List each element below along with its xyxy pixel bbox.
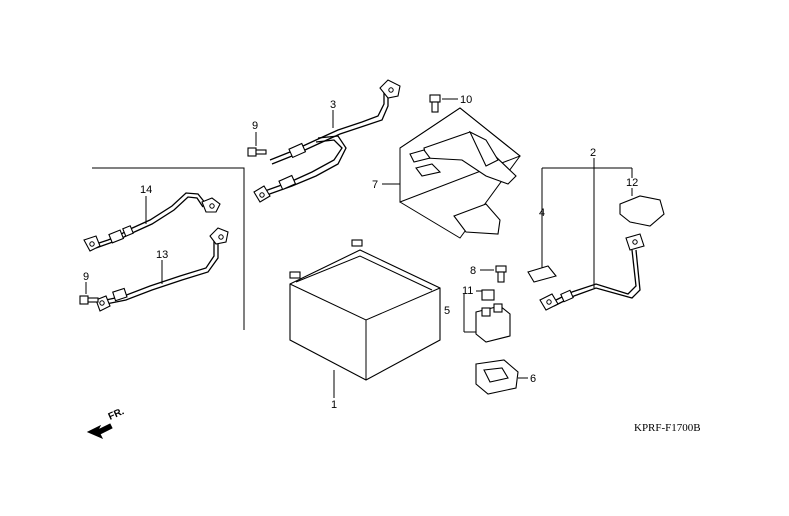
callout-9-upper: 9 <box>252 120 258 132</box>
callout-3: 3 <box>330 99 336 111</box>
cable-3-icon <box>253 79 401 203</box>
callout-2: 2 <box>590 147 596 159</box>
callout-9-lower: 9 <box>83 271 89 283</box>
callout-6: 6 <box>530 373 536 385</box>
left-group-bracket <box>92 167 245 330</box>
holder-kit-7-icon <box>382 107 521 239</box>
front-direction-label: FR. <box>107 406 126 423</box>
callout-10: 10 <box>460 94 472 106</box>
cable-13-icon <box>95 227 229 312</box>
callout-13: 13 <box>156 249 168 261</box>
terminal-cover-4-icon <box>527 167 633 283</box>
callout-11: 11 <box>462 285 473 297</box>
callout-7: 7 <box>372 179 378 191</box>
battery-1-icon <box>289 239 441 398</box>
callout-1: 1 <box>331 399 337 411</box>
callout-8: 8 <box>470 265 476 277</box>
callout-12: 12 <box>626 177 638 189</box>
starter-relay-5-icon <box>463 294 511 343</box>
cable-2-icon <box>539 158 645 311</box>
bolt-9-lower-icon <box>79 282 99 305</box>
terminal-cover-12-icon <box>619 188 665 227</box>
callout-14: 14 <box>140 184 152 196</box>
bolt-9-upper-icon <box>247 132 267 157</box>
drawing-code: KPRF-F1700B <box>634 422 701 434</box>
callout-5: 5 <box>444 305 450 317</box>
cable-14-icon <box>83 192 221 252</box>
rubber-mount-6-icon <box>475 359 528 395</box>
callout-4: 4 <box>539 207 545 219</box>
bolt-10-icon <box>429 94 458 113</box>
front-direction-arrow-icon <box>86 423 113 439</box>
fuse-11-icon <box>476 289 495 301</box>
bolt-8-icon <box>480 265 507 283</box>
